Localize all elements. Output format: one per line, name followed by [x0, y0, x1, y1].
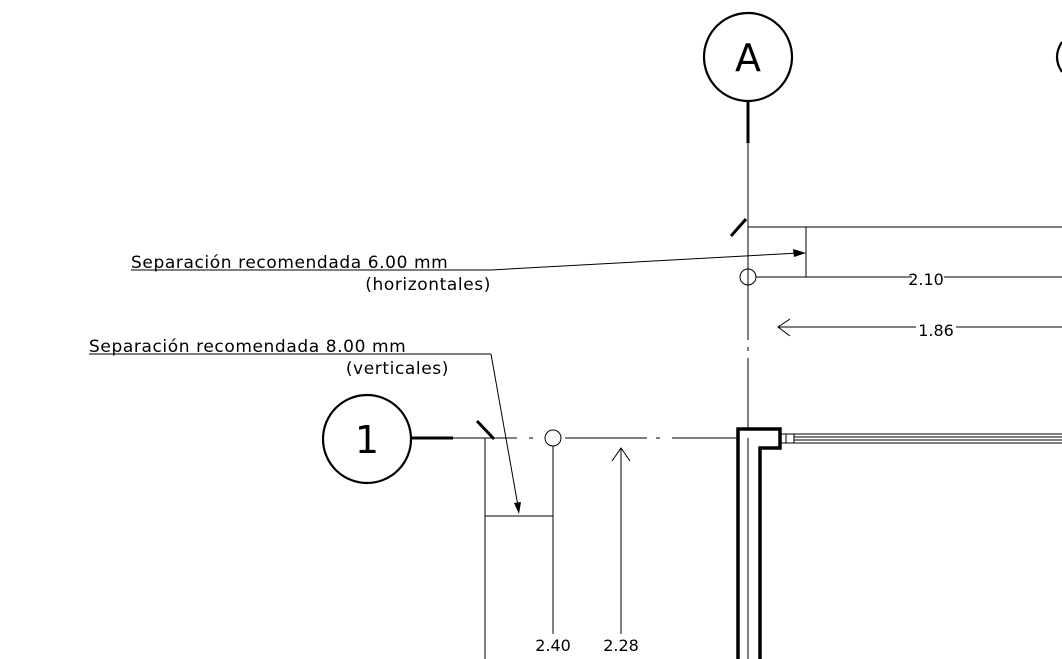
- slab-beam: [780, 433, 1062, 444]
- bottom-dimensions: [484, 429, 631, 659]
- note-horizontal-line1: Separación recomendada 6.00 mm: [131, 253, 448, 273]
- note-horizontal-arrowhead: [793, 249, 806, 257]
- axis-a-tick: [729, 218, 748, 237]
- grid-bubble-a[interactable]: A: [702, 11, 794, 103]
- grid-bubble-1[interactable]: 1: [321, 393, 413, 485]
- grid-bubble-a-label: A: [735, 36, 761, 80]
- note-horizontal-leader: [490, 252, 800, 271]
- note-vertical-leader: [490, 353, 519, 507]
- grid-bubble-partial-right: [1055, 41, 1062, 73]
- dimension-2-28: 2.28: [603, 636, 639, 655]
- note-vertical-line1: Separación recomendada 8.00 mm: [89, 337, 406, 357]
- grid-bubble-1-label: 1: [355, 418, 379, 462]
- note-vertical-line2: (verticales): [346, 359, 449, 379]
- note-vertical-arrowhead: [514, 502, 521, 514]
- top-dimensions: [739, 226, 1062, 337]
- dimension-1-86: 1.86: [918, 321, 954, 340]
- dimension-2-40: 2.40: [535, 636, 571, 655]
- dimension-2-10: 2.10: [908, 270, 944, 289]
- axis-1-tick: [475, 419, 496, 441]
- note-horizontal-line2: (horizontales): [365, 275, 491, 295]
- note-horizontal: Separación recomendada 6.00 mm (horizont…: [131, 249, 806, 295]
- wall-section: [736, 427, 782, 659]
- note-vertical: Separación recomendada 8.00 mm (vertical…: [89, 337, 521, 514]
